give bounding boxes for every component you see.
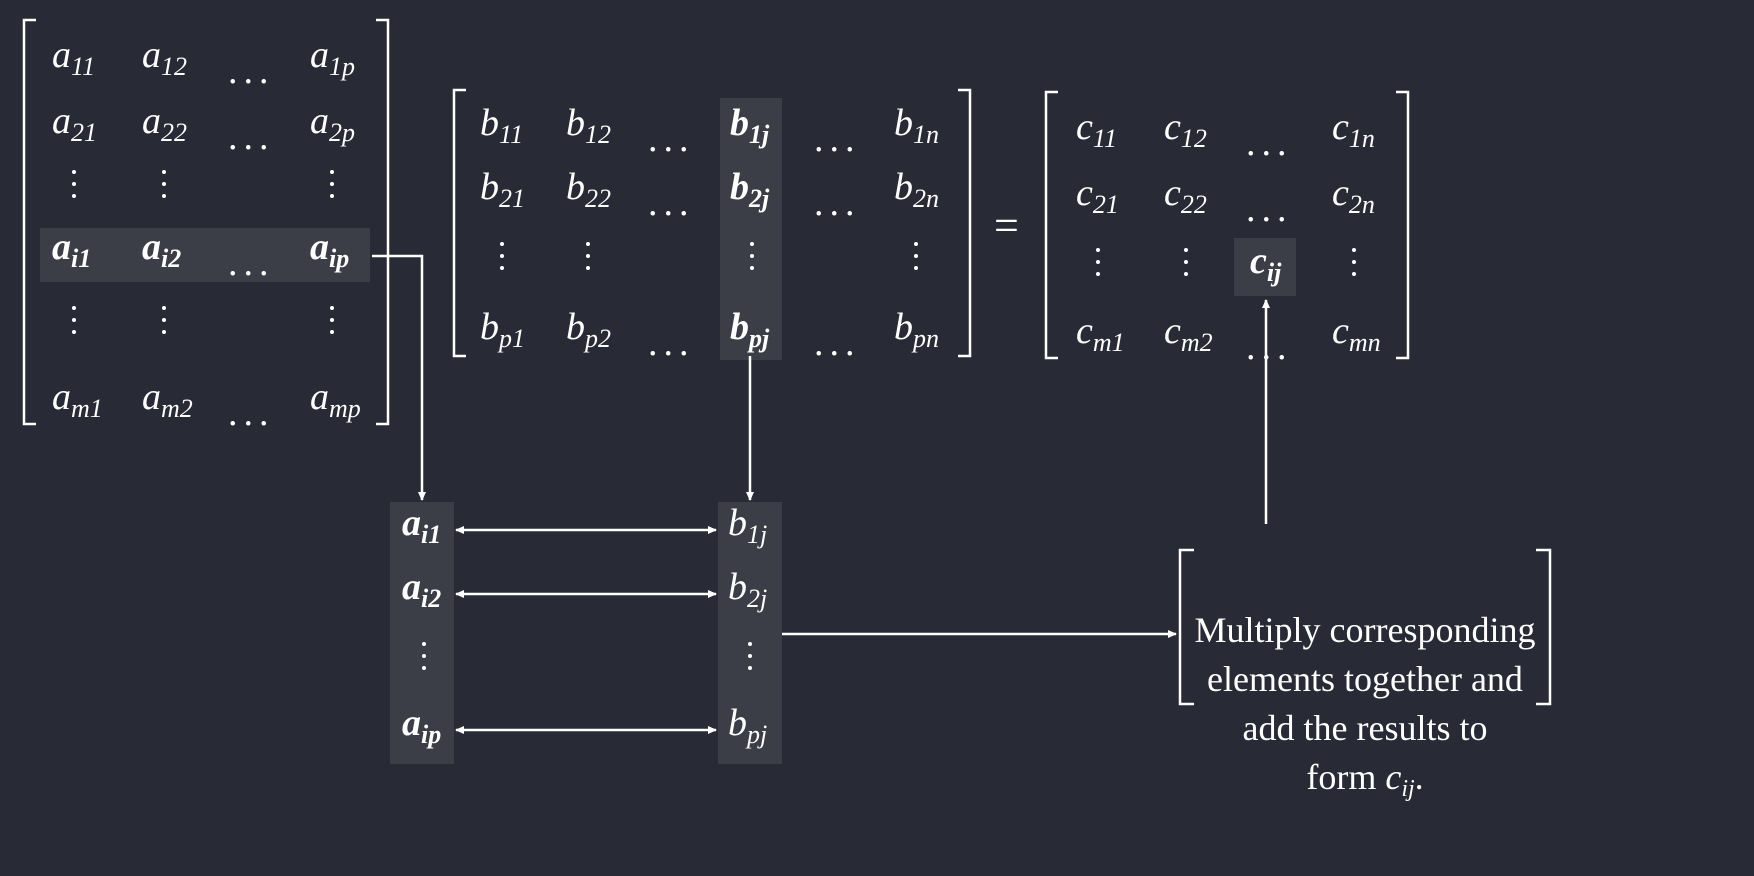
matrix-a-cell: a2p xyxy=(310,100,355,147)
matrix-c-cell: cmn xyxy=(1332,310,1381,357)
matrix-a-cell xyxy=(162,170,168,206)
matrix-a-cell: aip xyxy=(310,226,350,273)
matrix-a-cell: ... xyxy=(228,392,275,434)
matrix-a-cell: ai2 xyxy=(142,226,182,273)
note-line-4: form cij. xyxy=(1306,757,1424,803)
matrix-c-cell: c12 xyxy=(1164,106,1207,153)
matrix-a-cell: am1 xyxy=(52,376,103,423)
note-line-2: elements together and xyxy=(1207,659,1523,699)
matrix-c-cell: ... xyxy=(1246,188,1293,230)
extracted-col-cell: bpj xyxy=(728,702,768,749)
matrix-b-cell: ... xyxy=(648,118,695,160)
matrix-c-cell xyxy=(1096,248,1102,284)
note-line-1: Multiply corresponding xyxy=(1194,610,1536,650)
note-right-bracket xyxy=(1536,548,1552,706)
matrix-c-left-bracket xyxy=(1044,90,1058,360)
matrix-c-cell: cij xyxy=(1250,240,1282,287)
matrix-b-cell: b22 xyxy=(566,166,611,213)
extracted-row-cell: aip xyxy=(402,702,442,749)
matrix-b-left-bracket xyxy=(452,88,466,358)
matrix-b-cell: bp2 xyxy=(566,306,611,353)
matrix-a-cell: amp xyxy=(310,376,361,423)
equals-sign: = xyxy=(994,201,1019,250)
matrix-c-cell: c22 xyxy=(1164,172,1207,219)
matrix-a-cell xyxy=(330,306,336,342)
matrix-b-cell: ... xyxy=(814,322,861,364)
matrix-b-cell: b21 xyxy=(480,166,525,213)
extracted-row-cell xyxy=(422,642,428,678)
matrix-b-right-bracket xyxy=(958,88,972,358)
matrix-c-cell: c11 xyxy=(1076,106,1117,153)
matrix-a-cell: ... xyxy=(228,116,275,158)
matrix-c-cell: ... xyxy=(1246,326,1293,368)
matrix-c-cell: cm2 xyxy=(1164,310,1213,357)
matrix-b-cell: b2n xyxy=(894,166,939,213)
extracted-col-cell xyxy=(748,642,754,678)
matrix-b-cell: bpn xyxy=(894,306,939,353)
extracted-col-cell: b2j xyxy=(728,566,768,613)
matrix-c-cell: c1n xyxy=(1332,106,1375,153)
matrix-a-cell xyxy=(330,170,336,206)
matrix-c-cell: ... xyxy=(1246,122,1293,164)
extracted-row-cell: ai2 xyxy=(402,566,442,613)
matrix-b-cell: ... xyxy=(648,322,695,364)
matrix-a-cell xyxy=(72,170,78,206)
row-arrow xyxy=(372,254,426,501)
matrix-a-cell: ... xyxy=(228,242,275,284)
cij-highlight xyxy=(1234,238,1296,296)
matrix-b-cell: ... xyxy=(648,182,695,224)
matrix-b-cell: ... xyxy=(814,118,861,160)
matrix-a-cell xyxy=(72,306,78,342)
matrix-a-cell: a22 xyxy=(142,100,187,147)
matrix-a-left-bracket xyxy=(22,18,36,426)
matrix-b-cell xyxy=(750,242,756,278)
matrix-b-cell: b2j xyxy=(730,166,770,213)
column-j-highlight xyxy=(720,98,782,360)
matrix-b-cell xyxy=(586,242,592,278)
matrix-b-cell: b12 xyxy=(566,102,611,149)
matrix-a-cell: ai1 xyxy=(52,226,92,273)
matrix-a-cell: ... xyxy=(228,50,275,92)
matrix-b-cell: bp1 xyxy=(480,306,525,353)
matrix-a-cell: a11 xyxy=(52,34,96,81)
extracted-col-highlight xyxy=(718,502,782,764)
matrix-b-cell: b1n xyxy=(894,102,939,149)
matrix-a-cell: a12 xyxy=(142,34,187,81)
matrix-a-cell: a21 xyxy=(52,100,97,147)
extracted-row-cell: ai1 xyxy=(402,502,442,549)
matrix-b-cell: b11 xyxy=(480,102,524,149)
matrix-b-cell xyxy=(914,242,920,278)
matrix-c-cell: c2n xyxy=(1332,172,1375,219)
matrix-c-cell xyxy=(1352,248,1358,284)
extracted-col-cell: b1j xyxy=(728,502,768,549)
matrix-b-cell: b1j xyxy=(730,102,770,149)
note-left-bracket xyxy=(1178,548,1194,706)
row-i-highlight xyxy=(40,228,370,282)
matrix-b-cell xyxy=(500,242,506,278)
note-line-3: add the results to xyxy=(1242,708,1488,748)
matrix-b-cell: ... xyxy=(814,182,861,224)
matrix-c-right-bracket xyxy=(1396,90,1410,360)
matrix-c-cell: cm1 xyxy=(1076,310,1125,357)
matrix-a-cell xyxy=(162,306,168,342)
matrix-b-cell: bpj xyxy=(730,306,770,353)
instruction-note: Multiply corresponding elements together… xyxy=(1180,606,1550,814)
matrix-c-cell xyxy=(1184,248,1190,284)
matrix-a-cell: am2 xyxy=(142,376,193,423)
matrix-a-right-bracket xyxy=(376,18,390,426)
matrix-a-cell: a1p xyxy=(310,34,355,81)
matrix-c-cell: c21 xyxy=(1076,172,1119,219)
extracted-row-highlight xyxy=(390,502,454,764)
